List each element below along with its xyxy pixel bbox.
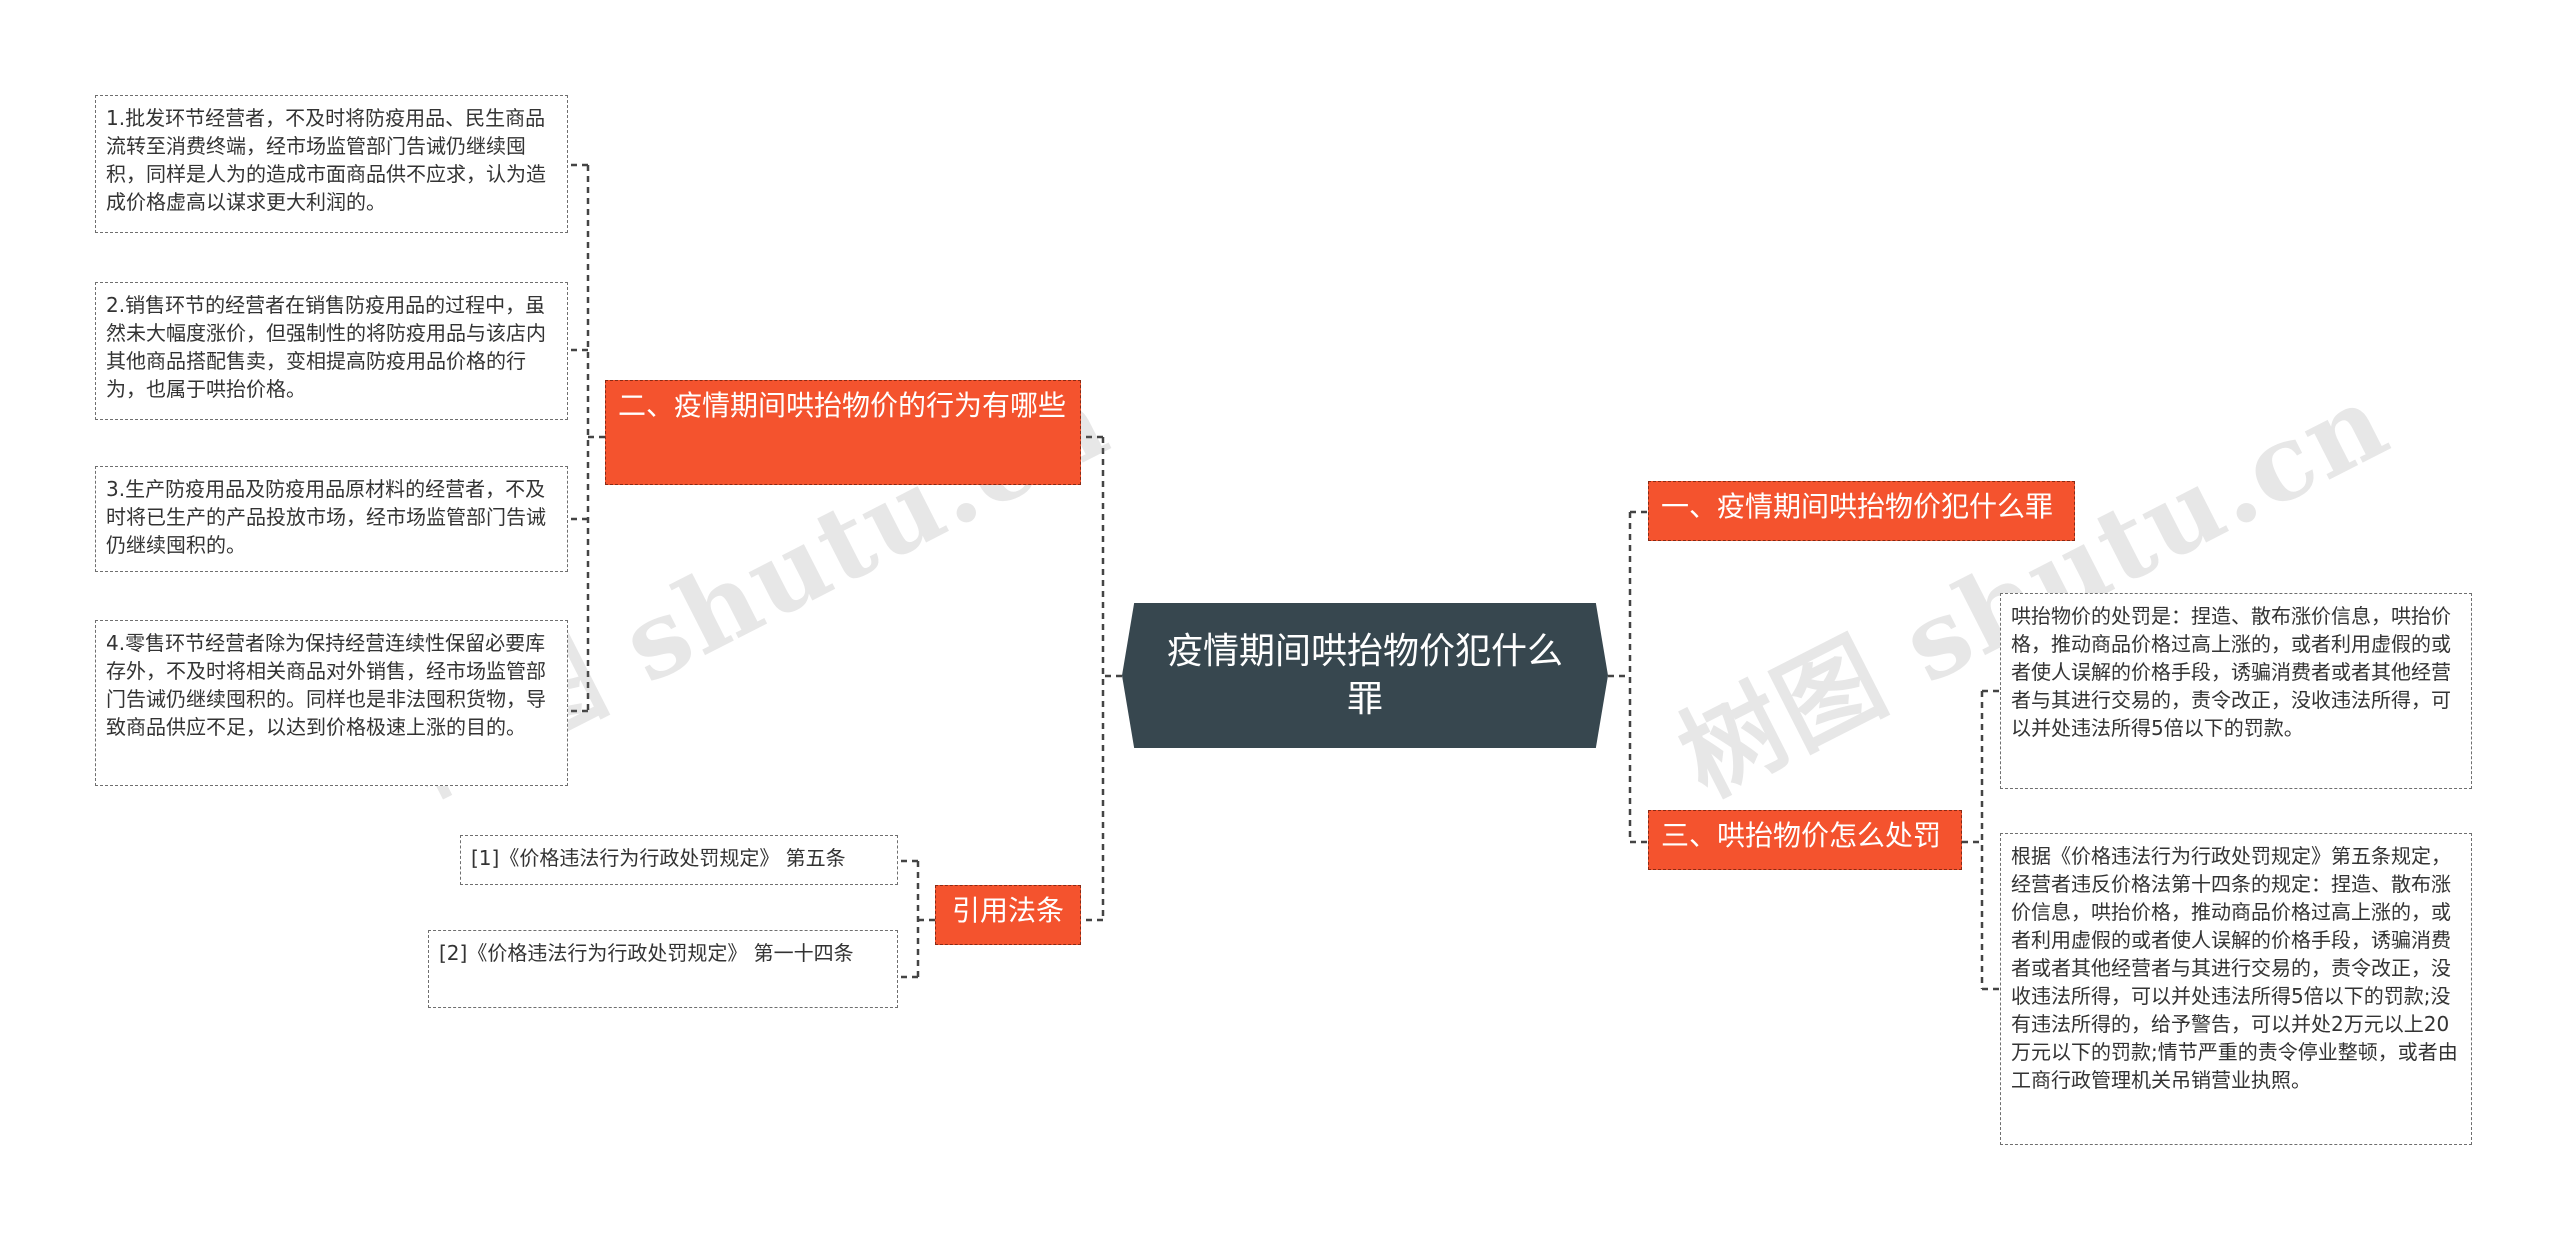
leaf-retail[interactable]: 4.零售环节经营者除为保持经营连续性保留必要库存外，不及时将相关商品对外销售，经… xyxy=(95,620,568,786)
center-topic-label: 疫情期间哄抬物价犯什么罪 xyxy=(1166,630,1563,720)
leaf-wholesale[interactable]: 1.批发环节经营者，不及时将防疫用品、民生商品流转至消费终端，经市场监管部门告诫… xyxy=(95,95,568,233)
leaf-penalty-summary-text: 哄抬物价的处罚是：捏造、散布涨价信息，哄抬价格，推动商品价格过高上涨的，或者利用… xyxy=(2011,604,2451,740)
branch-legal-references-label: 引用法条 xyxy=(951,894,1064,927)
leaf-penalty-regulation-text: 根据《价格违法行为行政处罚规定》第五条规定，经营者违反价格法第十四条的规定：捏造… xyxy=(2011,844,2458,1092)
leaf-retail-text: 4.零售环节经营者除为保持经营连续性保留必要库存外，不及时将相关商品对外销售，经… xyxy=(106,631,546,739)
leaf-wholesale-text: 1.批发环节经营者，不及时将防疫用品、民生商品流转至消费终端，经市场监管部门告诫… xyxy=(106,106,546,214)
branch-behaviors[interactable]: 二、疫情期间哄抬物价的行为有哪些 xyxy=(605,380,1081,485)
branch-punishment-label: 三、哄抬物价怎么处罚 xyxy=(1661,819,1942,852)
branch-crime[interactable]: 一、疫情期间哄抬物价犯什么罪 xyxy=(1648,481,2075,541)
leaf-reference-1[interactable]: [1]《价格违法行为行政处罚规定》 第五条 xyxy=(460,835,898,885)
branch-behaviors-label: 二、疫情期间哄抬物价的行为有哪些 xyxy=(618,389,1067,422)
leaf-reference-1-text: [1]《价格违法行为行政处罚规定》 第五条 xyxy=(471,846,846,870)
center-topic[interactable]: 疫情期间哄抬物价犯什么罪 xyxy=(1122,603,1608,748)
leaf-penalty-summary[interactable]: 哄抬物价的处罚是：捏造、散布涨价信息，哄抬价格，推动商品价格过高上涨的，或者利用… xyxy=(2000,593,2472,789)
branch-punishment[interactable]: 三、哄抬物价怎么处罚 xyxy=(1648,810,1962,870)
branch-crime-label: 一、疫情期间哄抬物价犯什么罪 xyxy=(1661,490,2054,523)
leaf-penalty-regulation[interactable]: 根据《价格违法行为行政处罚规定》第五条规定，经营者违反价格法第十四条的规定：捏造… xyxy=(2000,833,2472,1145)
leaf-production-text: 3.生产防疫用品及防疫用品原材料的经营者，不及时将已生产的产品投放市场，经市场监… xyxy=(106,477,546,557)
leaf-reference-2-text: [2]《价格违法行为行政处罚规定》 第一十四条 xyxy=(439,941,854,965)
leaf-sales-text: 2.销售环节的经营者在销售防疫用品的过程中，虽然未大幅度涨价，但强制性的将防疫用… xyxy=(106,293,546,401)
leaf-reference-2[interactable]: [2]《价格违法行为行政处罚规定》 第一十四条 xyxy=(428,930,898,1008)
leaf-production[interactable]: 3.生产防疫用品及防疫用品原材料的经营者，不及时将已生产的产品投放市场，经市场监… xyxy=(95,466,568,572)
branch-legal-references[interactable]: 引用法条 xyxy=(935,885,1081,945)
leaf-sales[interactable]: 2.销售环节的经营者在销售防疫用品的过程中，虽然未大幅度涨价，但强制性的将防疫用… xyxy=(95,282,568,420)
